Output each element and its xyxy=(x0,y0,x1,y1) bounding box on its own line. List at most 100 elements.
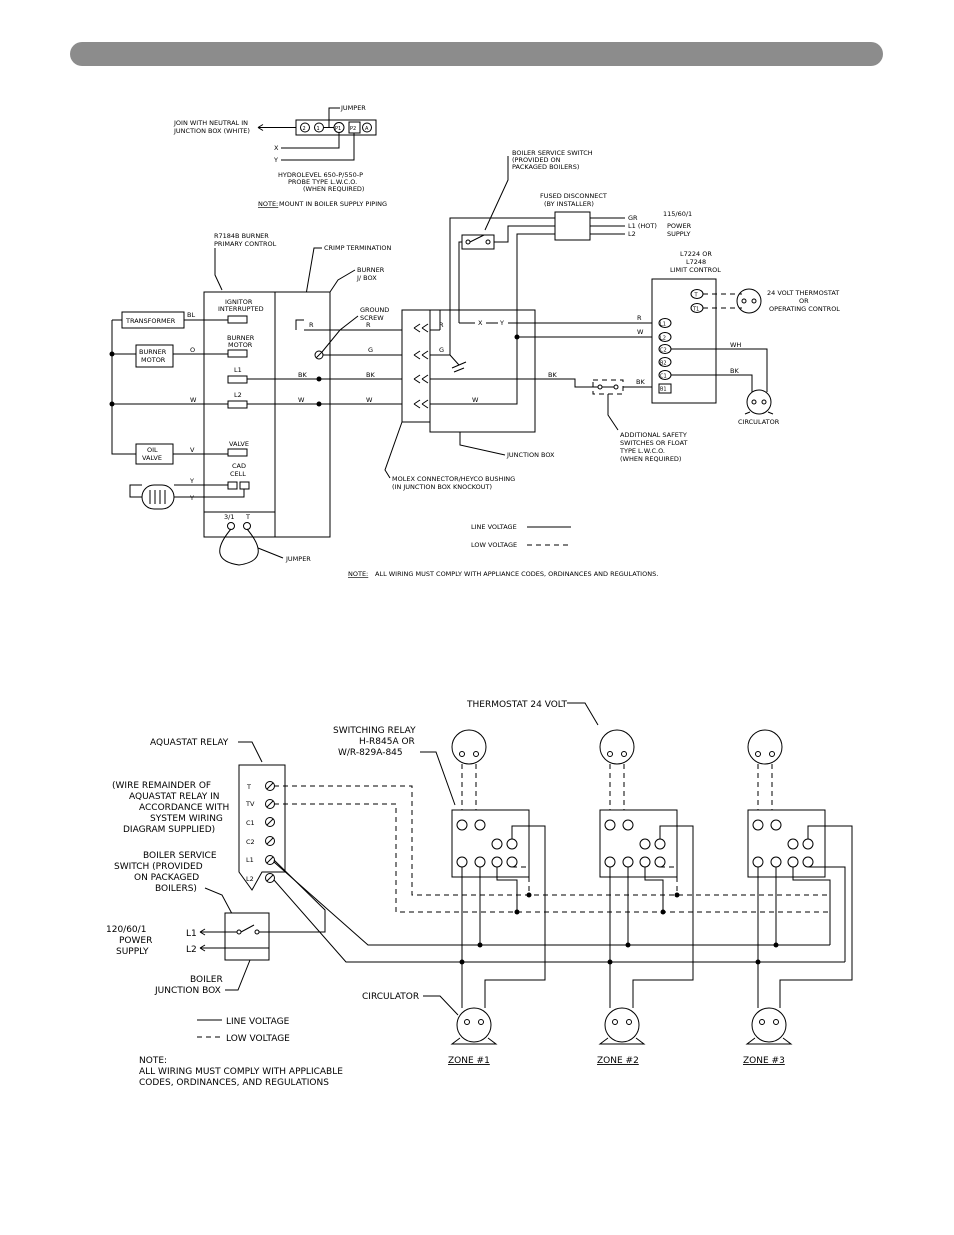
w-1: W xyxy=(190,396,197,404)
legend-low-1: LOW VOLTAGE xyxy=(471,541,517,549)
zone-1: ZONE #1 xyxy=(448,729,546,1066)
limit-term-l2: L2 xyxy=(660,336,666,342)
switch-label-1: BOILER SERVICE xyxy=(143,851,217,861)
lwco-y: Y xyxy=(273,156,278,164)
fused-label-1: FUSED DISCONNECT xyxy=(540,192,607,200)
bm-label-1: BURNER xyxy=(139,348,167,356)
zone-1-label: ZONE #1 xyxy=(448,1056,490,1066)
aq-term-l2: L2 xyxy=(246,875,254,883)
burner-jbox-2: J/ BOX xyxy=(356,274,377,282)
lwco-term-a: A xyxy=(365,126,369,132)
y-2: Y xyxy=(189,494,194,502)
ground-2: SCREW xyxy=(360,314,384,322)
primary-label-2: PRIMARY CONTROL xyxy=(214,240,277,248)
safety-1: ADDITIONAL SAFETY xyxy=(620,431,687,439)
burner-primary-control: R7184B BURNER PRIMARY CONTROL CRIMP TERM… xyxy=(203,232,391,566)
lwco-term-p2: P2 xyxy=(350,126,356,132)
primary-l1: L1 xyxy=(234,366,242,374)
power2-3: SUPPLY xyxy=(116,947,149,957)
lwco-model-3: (WHEN REQUIRED) xyxy=(303,185,364,193)
limit-control: L7224 OR L7248 LIMIT CONTROL L1 L2 C2 B2… xyxy=(651,250,840,426)
join-neutral-1: JOIN WITH NEUTRAL IN xyxy=(173,119,248,127)
safety-switch: BK ADDITIONAL SAFETY SWITCHES OR FLOAT T… xyxy=(592,378,688,463)
legend-line-1: LINE VOLTAGE xyxy=(471,523,517,531)
x-label: X xyxy=(478,319,483,327)
header-bar xyxy=(70,42,883,66)
transformer-label: TRANSFORMER xyxy=(125,317,176,325)
boiler-jbox-2 xyxy=(224,912,270,961)
w-5: W xyxy=(637,328,644,336)
note-label-2: NOTE: xyxy=(139,1056,167,1066)
junction-box-label: JUNCTION BOX xyxy=(506,451,555,459)
jbox-label-2: JUNCTION BOX xyxy=(154,986,221,996)
o-label: O xyxy=(190,346,195,354)
burner-jbox-1: BURNER xyxy=(357,266,385,274)
wire-note-2: AQUASTAT RELAY IN xyxy=(129,792,220,802)
lwco-x: X xyxy=(274,144,279,152)
lwco-probe: 2 1 P1 P2 A JUMPER JOIN WITH NEUTRAL IN … xyxy=(173,104,387,208)
service-switch-label-2: (PROVIDED ON xyxy=(512,156,561,164)
circulator-2: CIRCULATOR xyxy=(362,992,419,1002)
zone-wiring-diagram: THERMOSTAT 24 VOLT SWITCHING RELAY H-R84… xyxy=(106,700,853,1088)
legend-1: LINE VOLTAGE LOW VOLTAGE NOTE: ALL WIRIN… xyxy=(348,523,658,578)
bk-2: BK xyxy=(366,371,375,379)
r-4: R xyxy=(637,314,642,322)
primary-label-1: R7184B BURNER xyxy=(214,232,269,240)
aquastat-label: AQUASTAT RELAY xyxy=(150,738,229,748)
relay-label-1: SWITCHING RELAY xyxy=(333,726,416,736)
ignitor-label-1: IGNITOR xyxy=(225,298,253,306)
gr-label: GR xyxy=(628,214,638,222)
switch-label-4: BOILERS) xyxy=(155,884,197,894)
l2-label: L2 xyxy=(628,230,636,238)
bm-label-2: MOTOR xyxy=(141,356,166,364)
therm-term-t1: T1 xyxy=(692,307,699,313)
relay-label-2: H-R845A OR xyxy=(359,737,415,747)
oil-valve-2: VALVE xyxy=(142,454,162,462)
r-2: R xyxy=(366,321,371,329)
zone-3: ZONE #3 xyxy=(743,729,853,1066)
jbox-label-1: BOILER xyxy=(190,975,223,985)
fused-label-2: (BY INSTALLER) xyxy=(544,200,594,208)
crimp-label: CRIMP TERMINATION xyxy=(324,244,391,252)
limit-term-b2: B2 xyxy=(660,361,667,367)
bk-4: BK xyxy=(636,378,645,386)
primary-valve: VALVE xyxy=(229,440,249,448)
bl-label: BL xyxy=(187,311,195,319)
safety-4: (WHEN REQUIRED) xyxy=(620,455,681,463)
power-3: SUPPLY xyxy=(667,230,690,238)
v-label: V xyxy=(190,446,195,454)
limit-term-b1: B1 xyxy=(660,387,667,393)
legend-2: LINE VOLTAGE LOW VOLTAGE NOTE: ALL WIRIN… xyxy=(139,1017,343,1088)
molex-2: (IN JUNCTION BOX KNOCKOUT) xyxy=(392,483,492,491)
switch-label-3: ON PACKAGED xyxy=(134,873,199,883)
thermostat-3: OPERATING CONTROL xyxy=(769,305,840,313)
service-switch-label-3: PACKAGED BOILERS) xyxy=(512,163,579,171)
power-l1: L1 xyxy=(186,929,197,939)
thermostat-24v: THERMOSTAT 24 VOLT xyxy=(466,700,568,710)
limit-1: L7224 OR xyxy=(680,250,712,258)
legend-low-2: LOW VOLTAGE xyxy=(226,1034,290,1044)
jumper-label: JUMPER xyxy=(285,555,311,563)
lwco-model-2: PROBE TYPE L.W.C.O. xyxy=(288,178,357,186)
bk-3: BK xyxy=(548,371,557,379)
lwco-note-label: NOTE: xyxy=(258,200,278,208)
cad-1: CAD xyxy=(232,462,246,470)
limit-term-l1: L1 xyxy=(660,322,666,328)
lwco-term-2: 2 xyxy=(303,126,306,132)
w-2: W xyxy=(298,396,305,404)
y-label: Y xyxy=(499,319,504,327)
lwco-note-text: MOUNT IN BOILER SUPPLY PIPING xyxy=(279,200,387,208)
note-label-1: NOTE: xyxy=(348,570,368,578)
zone-3-label: ZONE #3 xyxy=(743,1056,785,1066)
w-4: W xyxy=(472,396,479,404)
g-1: G xyxy=(368,346,373,354)
lwco-model-1: HYDROLEVEL 650-P/550-P xyxy=(278,171,363,179)
term-31: 3/1 xyxy=(224,513,234,521)
join-neutral-2: JUNCTION BOX (WHITE) xyxy=(173,127,250,135)
wire-note-4: SYSTEM WIRING xyxy=(150,814,223,824)
circulator-1: CIRCULATOR xyxy=(738,418,780,426)
limit-3: LIMIT CONTROL xyxy=(670,266,721,274)
boiler-service-switch-1: BOILER SERVICE SWITCH (PROVIDED ON PACKA… xyxy=(449,149,692,373)
burner-motor-term-2: MOTOR xyxy=(228,341,253,349)
